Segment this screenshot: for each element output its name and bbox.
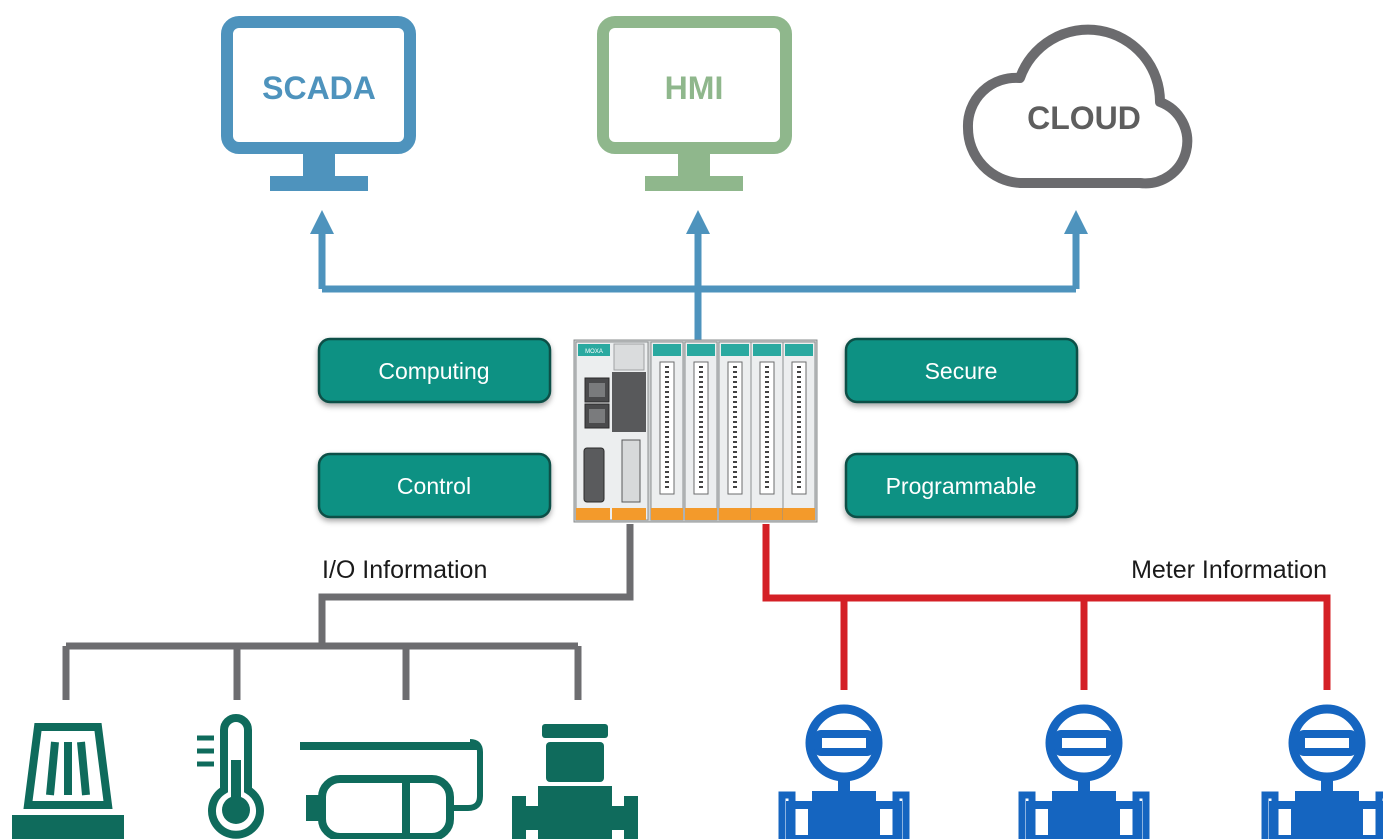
arrow-up-icon [686,210,710,234]
thermometer-icon [197,714,264,839]
io-module [718,341,752,521]
uplink-connector [310,210,1088,341]
serial-port-icon [583,447,605,503]
feature-control: Control [317,452,552,519]
scada-label: SCADA [262,70,376,106]
feature-computing-label: Computing [378,358,489,384]
feature-secure: Secure [844,337,1079,404]
io-information-label: I/O Information [322,556,487,584]
feature-secure-label: Secure [925,358,998,384]
flow-meter-icon [1265,709,1383,839]
cloud: CLOUD [962,24,1193,189]
pump-icon [512,724,638,839]
arrow-up-icon [1064,210,1088,234]
meter-connector [762,524,1331,690]
feature-programmable-label: Programmable [886,473,1037,499]
io-module [782,341,816,521]
feature-programmable: Programmable [844,452,1079,519]
iiot-controller-device: MOXA [573,339,818,523]
hmi-label: HMI [665,70,724,106]
scada-monitor: SCADA [221,16,416,191]
cloud-icon [962,24,1193,189]
io-module [750,341,784,521]
io-connector [62,524,634,700]
io-module [650,341,684,521]
feature-control-label: Control [397,473,471,499]
flow-meter-icon [782,709,906,839]
warning-beacon-icon [12,723,124,839]
cloud-label: CLOUD [1027,100,1141,136]
meter-information-label: Meter Information [1131,556,1327,584]
terminal-block-icon [621,439,641,503]
io-module [684,341,718,521]
monitor-icon [221,16,416,154]
arrow-up-icon [310,210,334,234]
module-brand-label: MOXA [585,349,603,355]
monitor-icon [597,16,792,154]
pressure-sensor-icon [300,739,483,839]
flow-meter-icon [1022,709,1146,839]
feature-computing: Computing [317,337,552,404]
hmi-monitor: HMI [597,16,792,191]
